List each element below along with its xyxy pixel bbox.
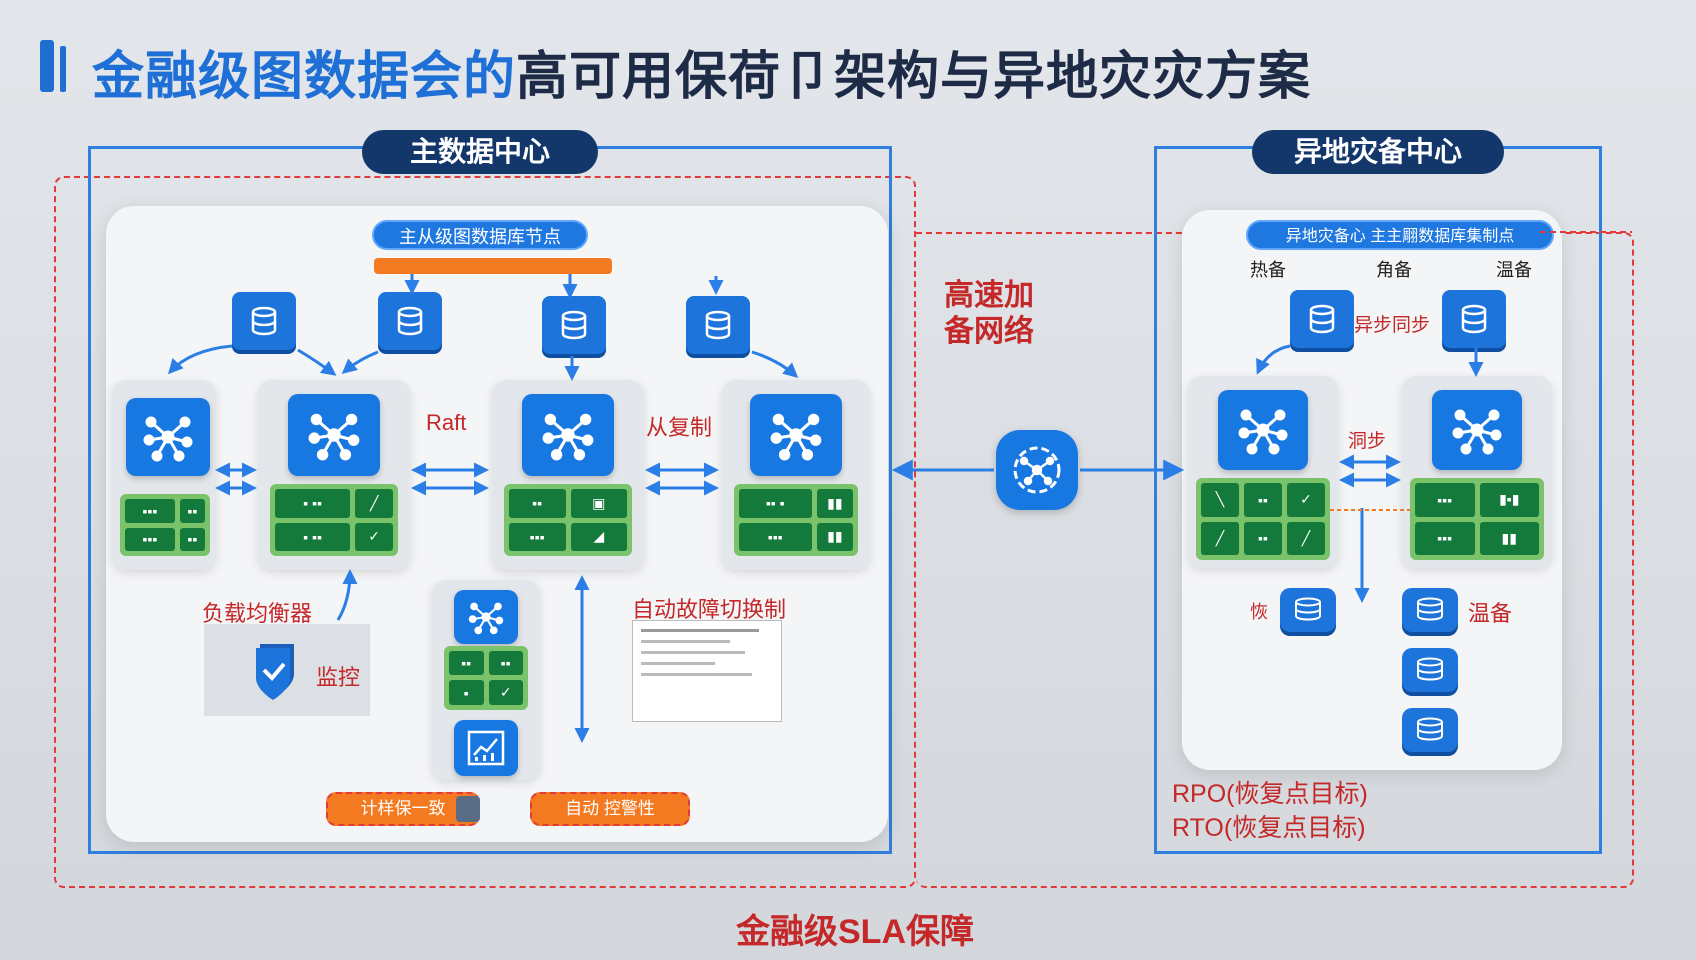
main-center-header: 主数据中心: [362, 130, 598, 174]
graph-node-card: ▪▪ ▪▮▮▪▪▪▮▮: [722, 380, 870, 570]
network-hub-icon: [522, 394, 614, 476]
monitor-label: 监控: [316, 665, 361, 690]
tool-icon: [456, 796, 480, 822]
storage-shard-grid: ▪ ▪▪╱▪ ▪▪✓: [270, 484, 398, 556]
database-icon: [1402, 588, 1458, 632]
dr-node-pill: 异地灾备心 主主翢数据库集制点: [1246, 220, 1554, 250]
shield-check-icon: [246, 638, 308, 707]
storage-shard-grid: ▪▪ ▪▮▮▪▪▪▮▮: [734, 484, 858, 556]
replication-label: 从复制: [646, 415, 713, 440]
database-icon: [1402, 648, 1458, 692]
network-hub-icon: [288, 394, 380, 476]
chart-icon: [454, 720, 518, 776]
sync-label: 洞步: [1348, 431, 1387, 452]
auto-control-pill: 自动 控警性: [530, 792, 690, 826]
title-accent-bar-thin: [60, 46, 66, 92]
title-part2: 高可用保荷卩架构与异地灾灾方案: [516, 48, 1312, 106]
page-title: 金融级图数据会的高可用保荷卩架构与异地灾灾方案: [92, 34, 1311, 109]
database-icon: [378, 292, 442, 350]
load-balancer-label: 负载均衡器: [202, 601, 313, 626]
network-hub-icon: [1432, 390, 1522, 470]
database-icon: [686, 296, 750, 354]
consistency-pill: 计样保一致: [326, 792, 480, 826]
network-hub-icon: [1218, 390, 1308, 470]
storage-shard-grid: ▪▪▪▪▪✓: [444, 646, 528, 710]
storage-shard-grid: ▪▪▪▪▪▪▪▪▪▪: [120, 494, 210, 556]
sla-footer: 金融级SLA保障: [736, 913, 974, 951]
rto-label: RTO(恢复点目标): [1172, 814, 1366, 842]
network-hub-icon: [126, 398, 210, 476]
graph-node-card: ▪ ▪▪╱▪ ▪▪✓: [258, 380, 410, 570]
database-icon: [542, 296, 606, 354]
storage-shard-grid: ╲▪▪✓╱▪▪╱: [1196, 478, 1330, 560]
dr-mode-corner: 角备: [1376, 260, 1412, 280]
data-sync-bar: [374, 258, 612, 274]
storage-shard-grid: ▪▪▣▪▪▪◢: [504, 484, 632, 556]
storage-shard-grid: ▪▪▪▮▪▮▪▪▪▮▮: [1410, 478, 1544, 560]
dr-center-header: 异地灾备中心: [1252, 130, 1504, 174]
warm-standby-label: 温备: [1468, 601, 1513, 626]
title-accent-bar: [40, 40, 54, 92]
network-label-2: 备网络: [944, 315, 1034, 348]
dr-mode-warm: 温备: [1496, 260, 1532, 280]
rpo-label: RPO(恢复点目标): [1172, 780, 1368, 808]
failover-label: 自动故障切换制: [632, 597, 787, 622]
graph-node-card: ▪▪▣▪▪▪◢: [492, 380, 644, 570]
dr-node-card: ╲▪▪✓╱▪▪╱: [1188, 376, 1338, 568]
network-hub-icon: [750, 394, 842, 476]
restore-label: 恢: [1250, 602, 1268, 622]
database-icon: [232, 292, 296, 350]
database-icon: [1290, 290, 1354, 348]
sla-dashed-border-main: [54, 176, 916, 888]
graph-node-card: ▪▪▪▪▪▪▪▪▪▪: [112, 380, 216, 570]
globe-network-icon: [996, 430, 1078, 510]
network-hub-icon: [454, 590, 518, 644]
database-icon: [1402, 708, 1458, 752]
dr-node-card: ▪▪▪▮▪▮▪▪▪▮▮: [1402, 376, 1552, 568]
raft-label: Raft: [426, 410, 467, 435]
failover-console-thumbnail: [632, 620, 782, 722]
title-part1: 金融级图数据会的: [92, 48, 517, 106]
dr-mode-hot: 热备: [1250, 260, 1286, 280]
async-sync-label: 异步同步: [1354, 315, 1431, 336]
master-slave-node-pill: 主从级图数据库节点: [372, 220, 588, 250]
network-label-1: 高速加: [944, 279, 1034, 312]
database-icon: [1442, 290, 1506, 348]
mini-node-card: ▪▪▪▪▪✓: [432, 580, 540, 780]
database-icon: [1280, 588, 1336, 632]
monitor-box: 监控: [204, 624, 370, 716]
